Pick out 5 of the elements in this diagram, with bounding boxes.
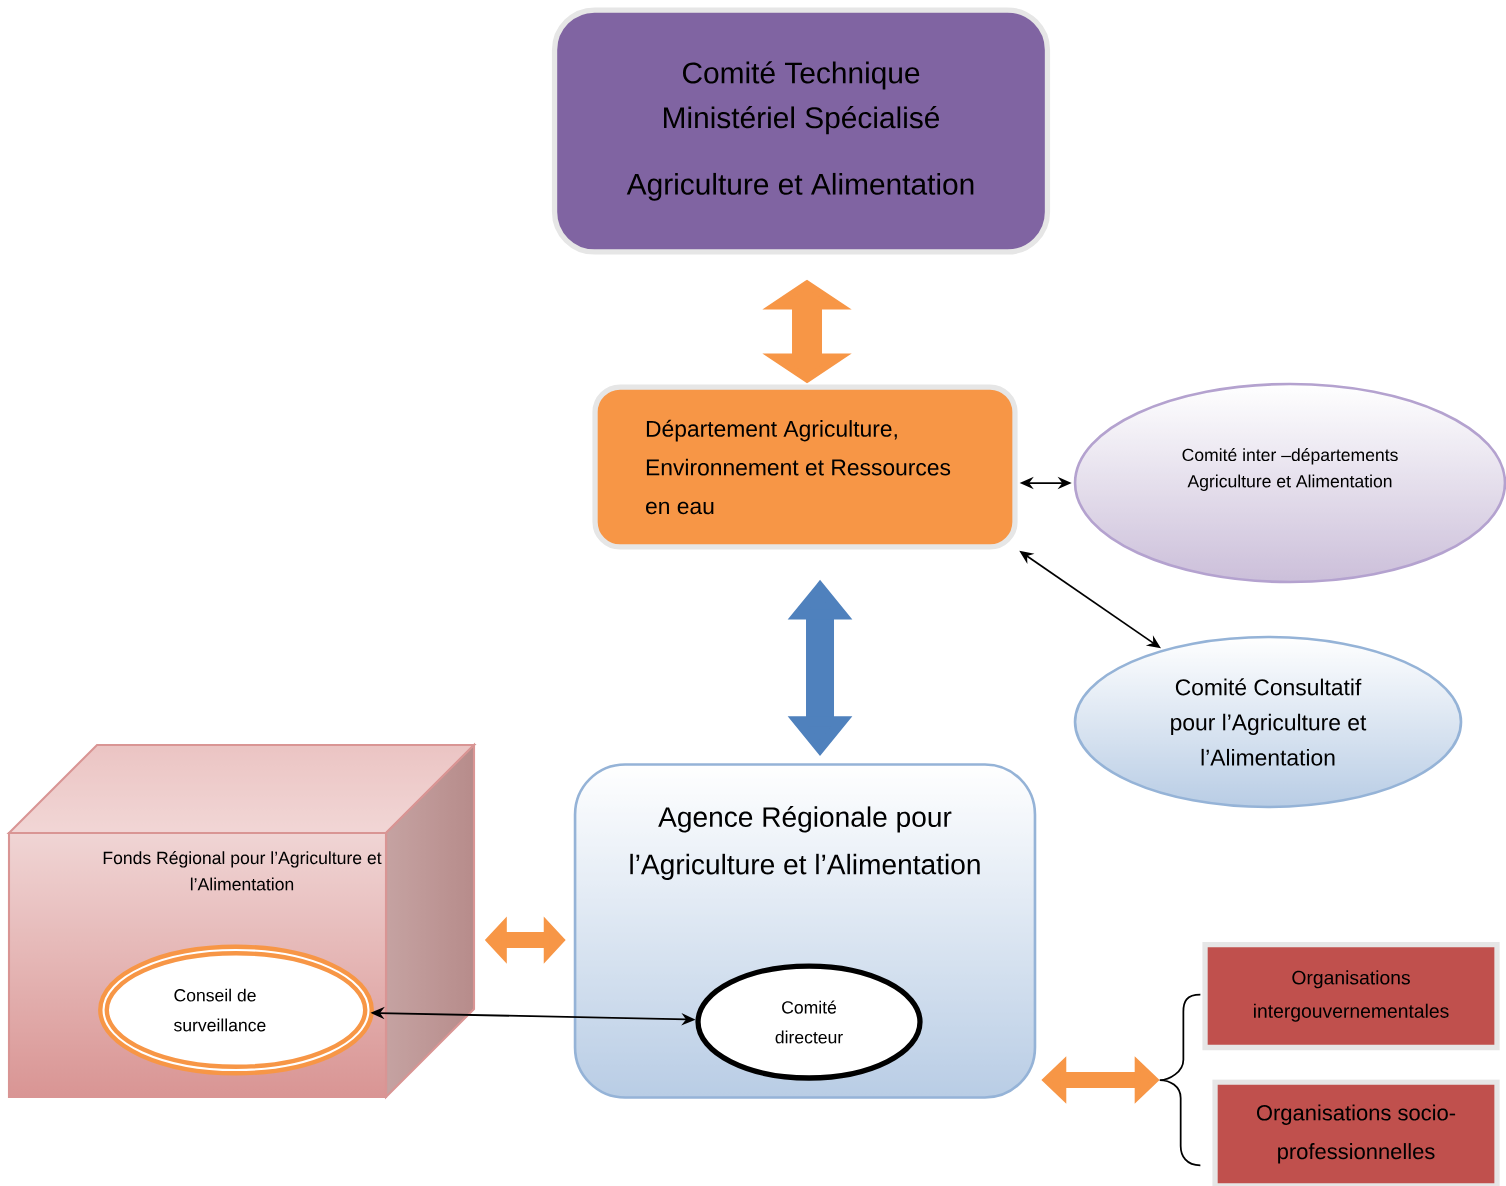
department-box: Département Agriculture, Environnement et Ressources en eau [592, 384, 1018, 550]
organization-box: Organisations socio-professionnelles [1212, 1079, 1500, 1186]
organization-box: Organisations intergouvernementales [1202, 941, 1500, 1051]
brace [1158, 993, 1202, 1167]
committee-box: Comité Technique Ministériel Spécialisé Agriculture et Alimentation [551, 7, 1051, 255]
